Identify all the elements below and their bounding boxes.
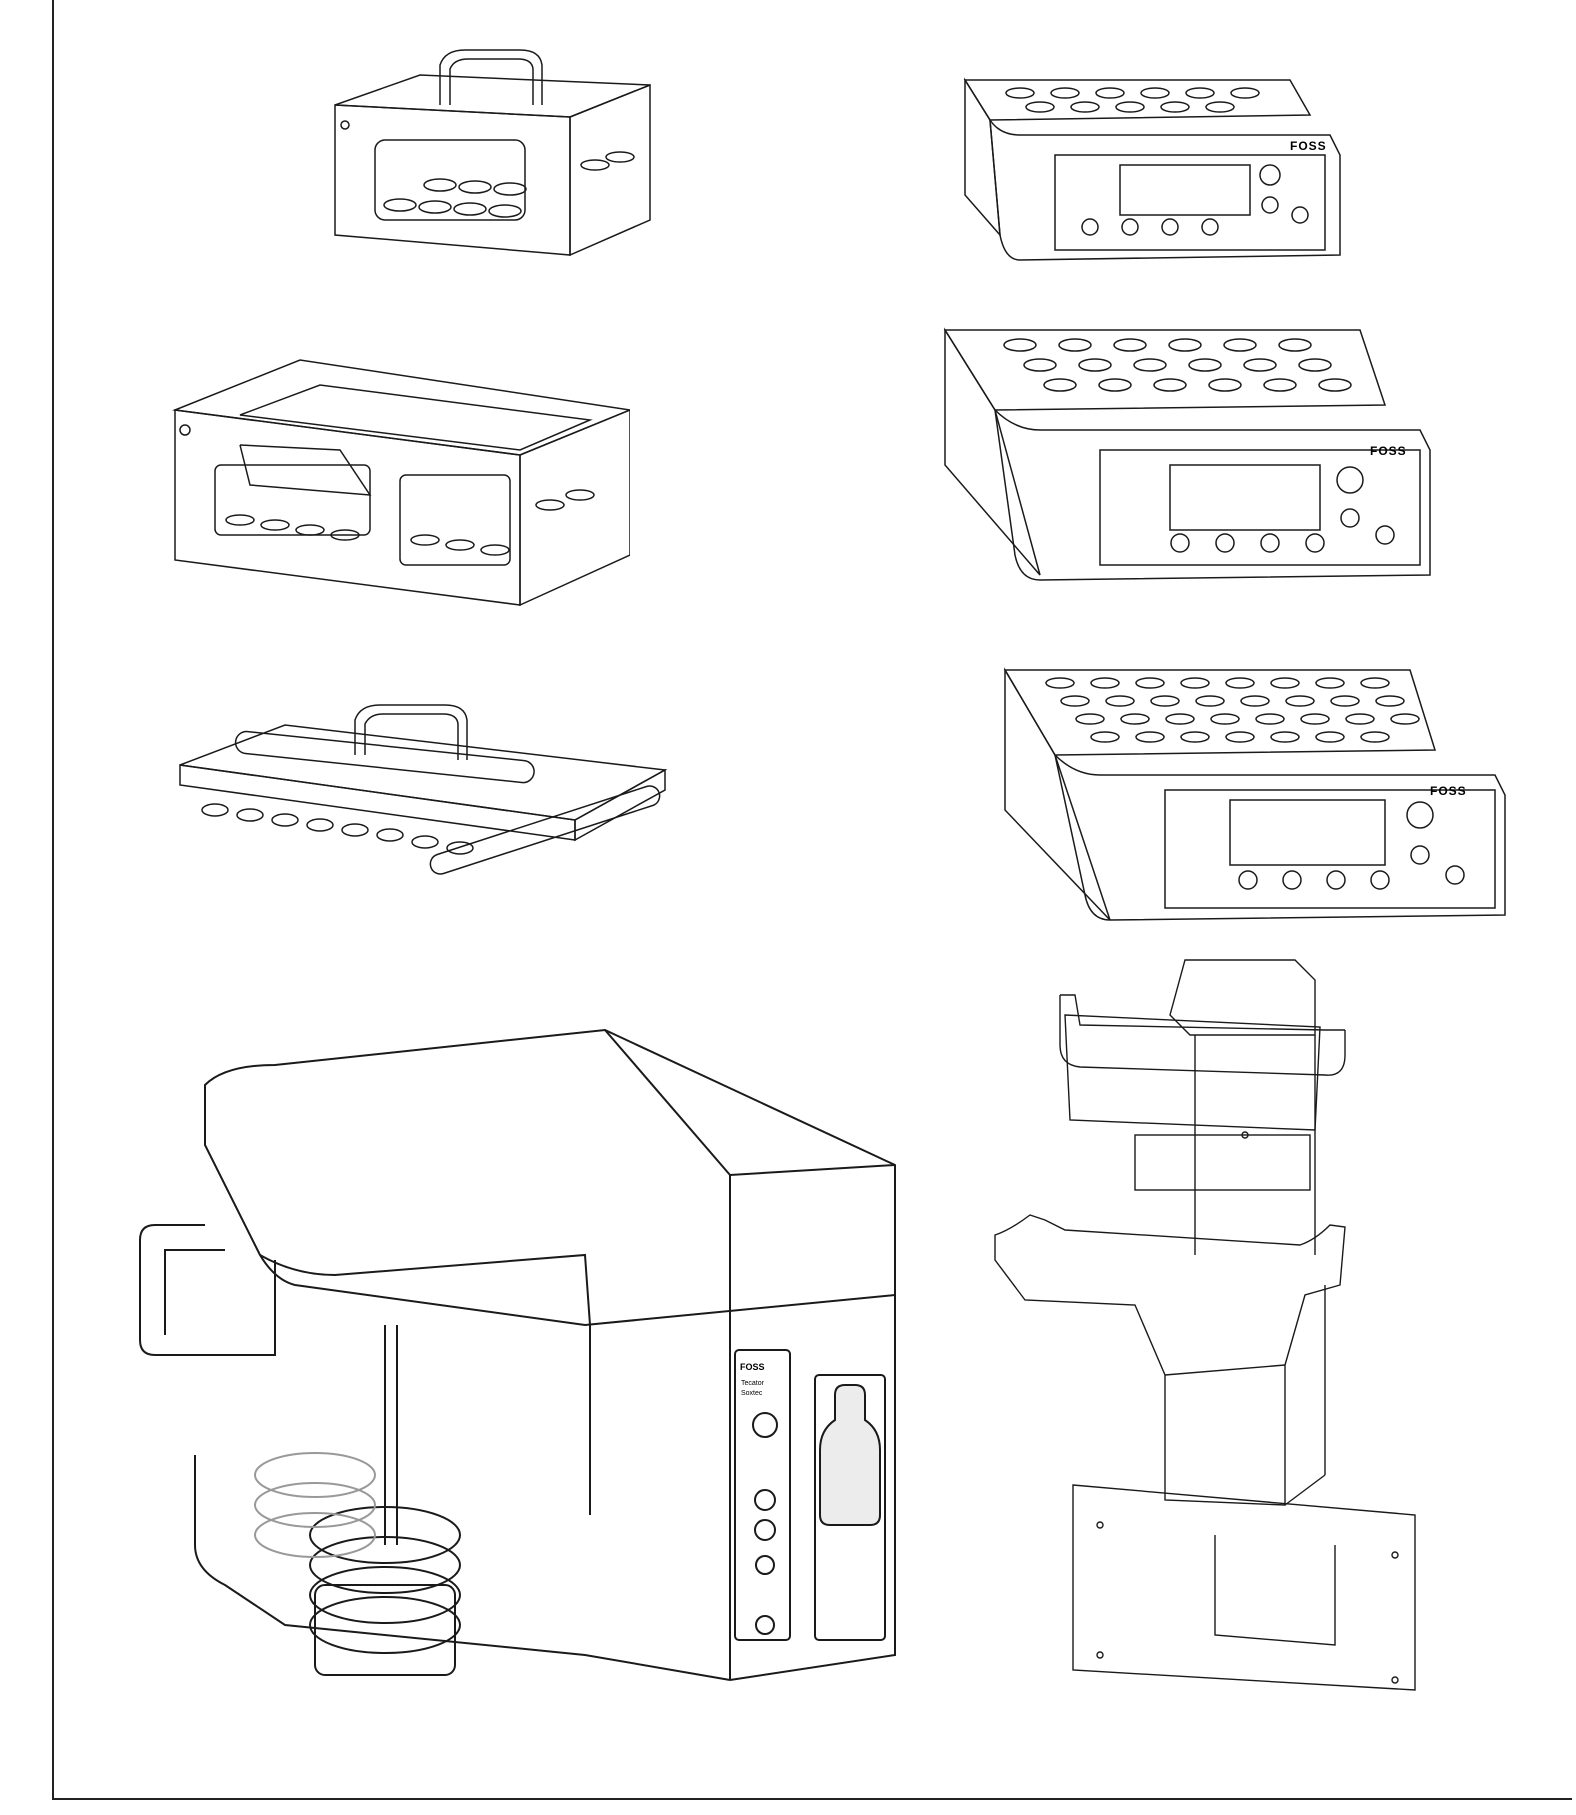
digestion-block-medium-illustration: FOSS [940, 325, 1440, 585]
heating-block-icon: FOSS [943, 327, 1431, 581]
digestion-block-large-illustration: FOSS [1000, 665, 1510, 925]
heating-block-icon: FOSS [963, 77, 1341, 261]
unit-model-label: Tecator [741, 1380, 765, 1387]
frame-left-border [52, 0, 54, 1800]
lab-instrument-icon: FOSS Tecator Soxtec [139, 1028, 896, 1681]
brand-label: FOSS [1430, 784, 1467, 798]
heating-block-icon: FOSS [1003, 667, 1506, 921]
unit-sub-label: Soxtec [741, 1390, 763, 1397]
manifold-with-handle-icon [179, 704, 668, 875]
mounting-bracket-icon [994, 959, 1416, 1691]
exhaust-manifold-illustration [175, 700, 675, 920]
brand-label: FOSS [1290, 139, 1327, 153]
brand-label: FOSS [1370, 444, 1407, 458]
wall-bracket-illustration [985, 955, 1445, 1715]
tube-rack-large-illustration [170, 355, 630, 615]
rack-icon [172, 359, 630, 607]
unit-brand-label: FOSS [740, 1362, 765, 1372]
extraction-unit-illustration: FOSS Tecator Soxtec [135, 1025, 905, 1705]
rack-with-handle-icon [334, 49, 651, 257]
tube-rack-small-illustration [330, 45, 660, 275]
frame-bottom-border [52, 1798, 1572, 1800]
digestion-block-small-illustration: FOSS [960, 75, 1350, 275]
